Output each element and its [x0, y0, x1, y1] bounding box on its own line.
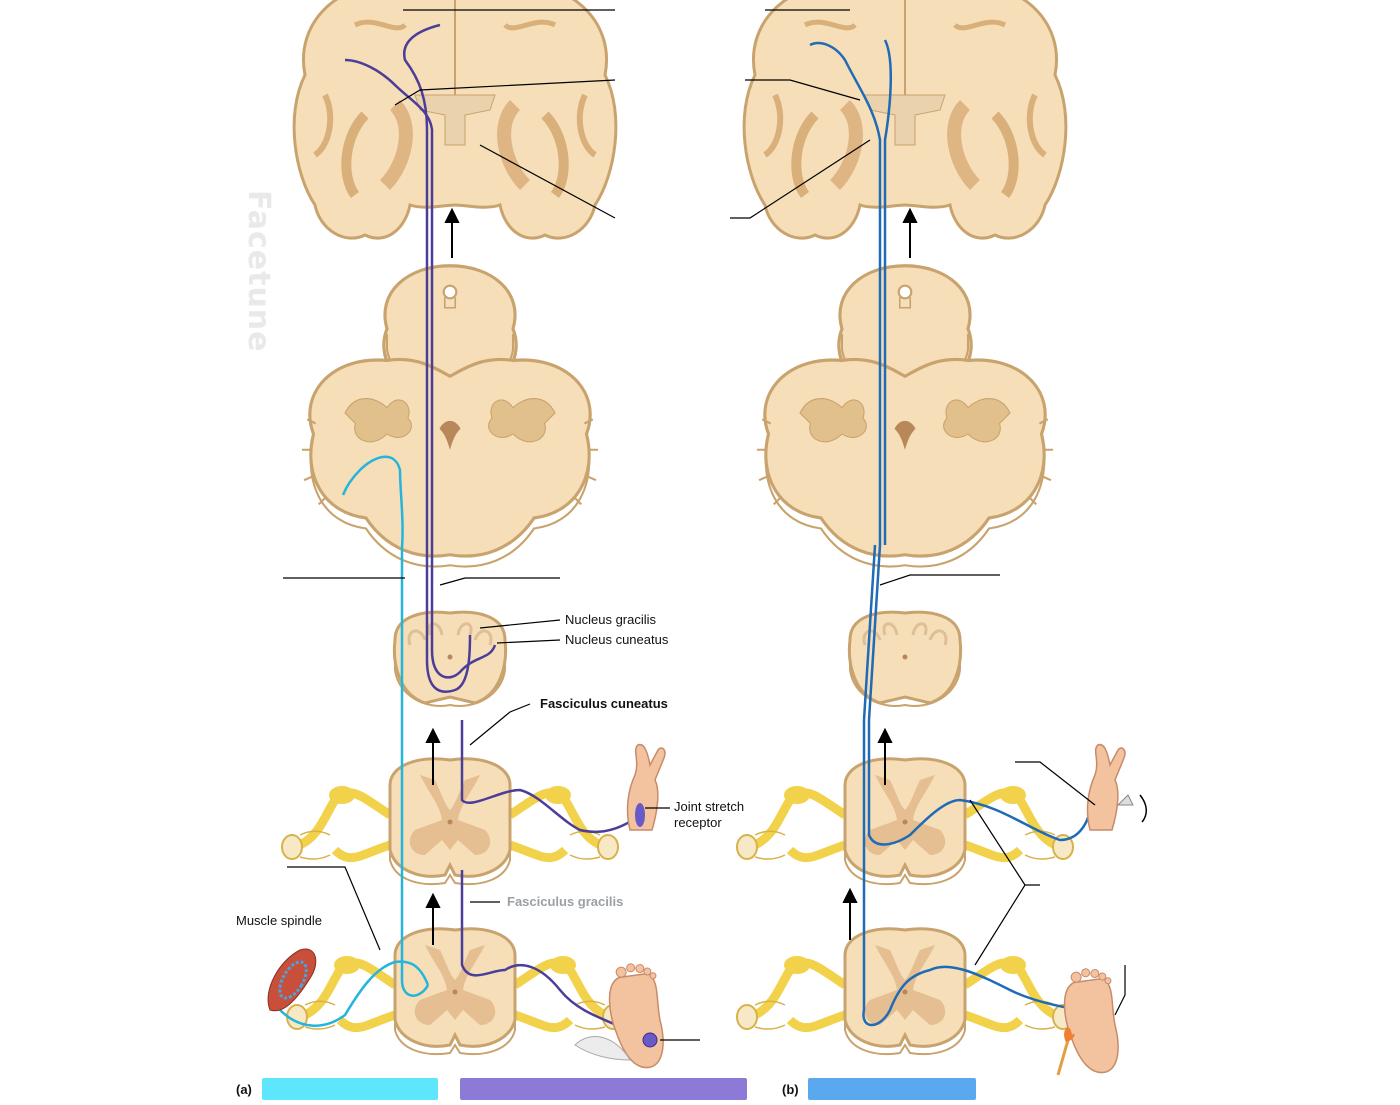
- label-joint-stretch-line1: Joint stretch: [674, 799, 745, 814]
- panel-a-letter: (a): [236, 1082, 252, 1097]
- panel-b-legend-bar: [808, 1078, 976, 1100]
- match-flame-icon: [1056, 1027, 1075, 1076]
- pin-icon: [1116, 794, 1134, 806]
- panel-a-legend-bar-1: [262, 1078, 438, 1100]
- leader-lines-b: [730, 9, 1126, 1016]
- foot-illustration-b: [1058, 964, 1125, 1078]
- panel-b-lumbar-cord: [737, 927, 1073, 1056]
- label-fasciculus-cuneatus: Fasciculus cuneatus: [540, 696, 668, 711]
- joint-receptor-icon: [635, 803, 645, 827]
- ascending-arrows-a: [425, 207, 460, 945]
- panel-b-letter: (b): [782, 1082, 799, 1097]
- label-joint-stretch-line2: receptor: [674, 815, 722, 830]
- hand-illustration-b: [1086, 743, 1126, 831]
- panel-a-lumbar-cord: [287, 927, 623, 1056]
- label-nucleus-cuneatus: Nucleus cuneatus: [565, 632, 669, 647]
- panel-a-brain: [294, 0, 616, 238]
- spinocerebellar-tract-a: [279, 455, 430, 1027]
- hand-illustration-a: [626, 743, 666, 831]
- pain-arrow-icon: [1139, 794, 1147, 823]
- panel-a-legend-bar-2: [460, 1078, 747, 1100]
- label-nucleus-gracilis: Nucleus gracilis: [565, 612, 657, 627]
- feather-icon: [574, 1036, 631, 1061]
- leader-lines-a: [283, 9, 700, 1041]
- label-fasciculus-gracilis: Fasciculus gracilis: [507, 894, 624, 909]
- ascending-arrows-b: [842, 207, 918, 940]
- panel-a-cerebellum: [300, 357, 600, 569]
- panel-b-cerebellum: [755, 357, 1055, 569]
- muscle-spindle-illustration: [267, 948, 317, 1012]
- dcml-tract-a: [344, 23, 651, 1042]
- watermark: Facetune: [241, 190, 276, 353]
- spinothalamic-tract-b: [809, 39, 1111, 1027]
- label-muscle-spindle: Muscle spindle: [236, 913, 322, 928]
- panel-b-brain: [744, 0, 1066, 238]
- touch-receptor-a: [642, 1032, 658, 1048]
